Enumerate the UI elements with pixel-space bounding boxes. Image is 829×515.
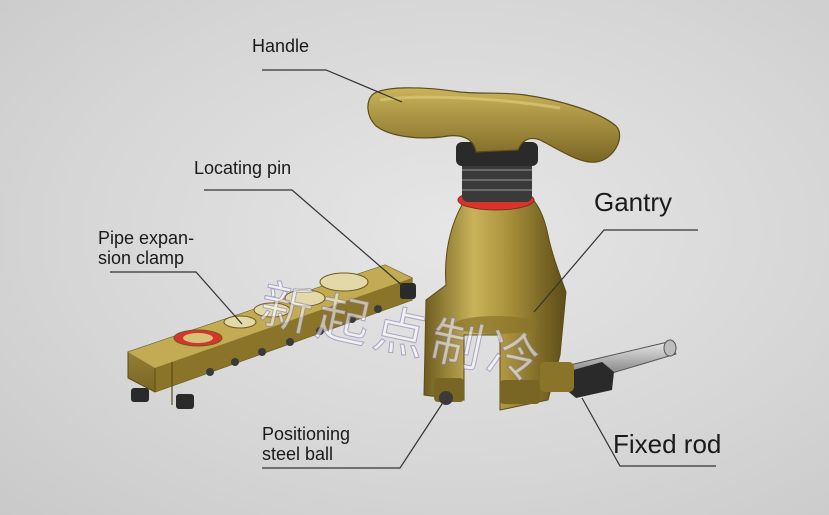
label-handle: Handle bbox=[252, 36, 310, 56]
label-positioning-steel-ball: Positioning steel ball bbox=[262, 424, 350, 464]
pipe-expansion-clamp bbox=[127, 264, 416, 409]
leader-fixed-rod bbox=[581, 397, 716, 467]
leader-steel-ball bbox=[262, 403, 443, 469]
leader-gantry bbox=[533, 229, 698, 313]
positioning-steel-ball bbox=[439, 391, 453, 405]
label-fixed-rod: Fixed rod bbox=[613, 429, 722, 459]
gantry bbox=[423, 189, 567, 411]
leader-locating-pin bbox=[204, 189, 405, 288]
label-pipe-clamp-line1: Pipe expan- bbox=[98, 228, 195, 248]
t-handle bbox=[367, 87, 621, 163]
leader-lines bbox=[110, 69, 716, 469]
label-positioning-line2: steel ball bbox=[262, 444, 334, 465]
leader-pipe-clamp bbox=[110, 271, 243, 325]
label-pipe-expansion-clamp: Pipe expan- sion clamp bbox=[98, 228, 194, 268]
label-gantry: Gantry bbox=[594, 187, 673, 217]
label-locating-pin: Locating pin bbox=[194, 158, 292, 178]
label-pipe-clamp-line2: sion clamp bbox=[98, 248, 185, 269]
label-positioning-line1: Positioning bbox=[262, 424, 351, 444]
leader-handle bbox=[262, 69, 403, 103]
fixed-rod bbox=[539, 339, 677, 398]
